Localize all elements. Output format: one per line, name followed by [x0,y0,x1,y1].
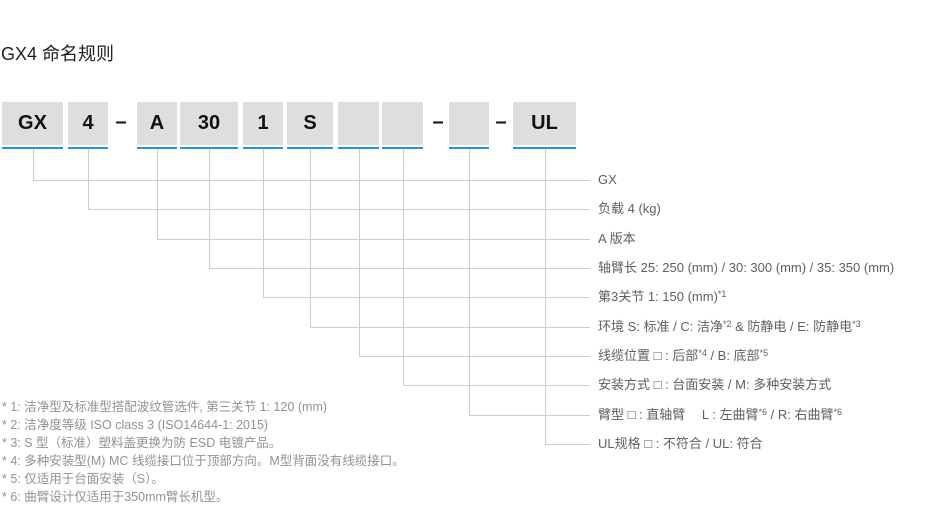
legend-label-third-joint: 第3关节 1: 150 (mm)*1 [598,289,727,304]
connector-vline-arm-length [209,149,210,268]
footnote-marker: *4 [698,348,707,358]
model-code-box: 1 [243,102,283,145]
footnote-marker: *5 [759,348,769,358]
connector-vline-ul-spec [545,149,546,444]
footnote-marker: *3 [852,319,861,329]
connector-vline-third-joint [263,149,264,297]
legend-label-arm-type: 臂型 □ : 直轴臂 L : 左曲臂*6 / R: 右曲臂*6 [598,407,842,422]
footnote-line: * 3: S 型（标准）塑料盖更换为防 ESD 电镀产品。 [2,436,282,450]
code-underline-accent [68,147,108,149]
connector-vline-cable-position [359,149,360,356]
connector-hline-payload [88,209,590,210]
connector-hline-arm-type [469,415,590,416]
code-underline-accent [513,147,576,149]
model-code-box [449,102,489,145]
footnote-marker: *6 [833,407,842,417]
model-code-separator: – [115,111,127,133]
legend-label-payload: 负载 4 (kg) [598,201,661,216]
connector-hline-ul-spec [545,444,590,445]
code-underline-accent [287,147,333,149]
model-code-box [382,102,423,145]
page-title: GX4 命名规则 [1,44,115,64]
code-underline-accent [382,147,423,149]
code-underline-accent [137,147,177,149]
code-underline-accent [2,147,63,149]
legend-label-ul-spec: UL规格 □ : 不符合 / UL: 符合 [598,436,763,451]
legend-label-environment: 环境 S: 标准 / C: 洁净*2 & 防静电 / E: 防静电*3 [598,319,861,334]
model-code-box: UL [513,102,576,145]
connector-vline-series [33,149,34,180]
model-code-box: S [287,102,333,145]
connector-vline-environment [310,149,311,327]
connector-hline-mounting [403,385,590,386]
connector-hline-arm-length [209,268,590,269]
model-code-separator: – [432,111,444,133]
connector-hline-environment [310,327,590,328]
connector-vline-arm-type [469,149,470,415]
footnote-line: * 1: 洁净型及标准型搭配波纹管选件, 第三关节 1: 120 (mm) [2,400,328,414]
connector-vline-payload [88,149,89,209]
footnote-line: * 2: 洁净度等级 ISO class 3 (ISO14644-1: 2015… [2,418,269,432]
model-code-box: 30 [180,102,238,145]
footnote-line: * 4: 多种安装型(M) MC 线缆接口位于顶部方向。M型背面没有线缆接口。 [2,454,405,468]
footnote-line: * 5: 仅适用于台面安装（S）。 [2,472,164,486]
connector-vline-mounting [403,149,404,385]
connector-vline-version [157,149,158,239]
code-underline-accent [338,147,379,149]
code-underline-accent [180,147,238,149]
footnotes: * 1: 洁净型及标准型搭配波纹管选件, 第三关节 1: 120 (mm) * 2… [2,398,405,506]
connector-hline-third-joint [263,297,590,298]
model-code-separator: – [495,111,507,133]
model-code-box: 4 [68,102,108,145]
footnote-marker: *6 [758,407,768,417]
connector-hline-version [157,239,590,240]
code-underline-accent [243,147,283,149]
legend-label-version: A 版本 [598,231,636,246]
footnote-line: * 6: 曲臂设计仅适用于350mm臂长机型。 [2,490,229,504]
legend-label-arm-length: 轴臂长 25: 250 (mm) / 30: 300 (mm) / 35: 35… [598,260,895,275]
model-code-box: A [137,102,177,145]
legend-label-cable-position: 线缆位置 □ : 后部*4 / B: 底部*5 [598,348,769,363]
connector-hline-series [33,180,590,181]
model-code-box [338,102,379,145]
footnote-marker: *2 [722,319,732,329]
legend-label-mounting: 安装方式 □ : 台面安装 / M: 多种安装方式 [598,377,832,392]
footnote-marker: *1 [717,289,727,299]
legend-label-series: GX [598,172,617,187]
model-code-box: GX [2,102,63,145]
connector-hline-cable-position [359,356,590,357]
code-underline-accent [449,147,489,149]
